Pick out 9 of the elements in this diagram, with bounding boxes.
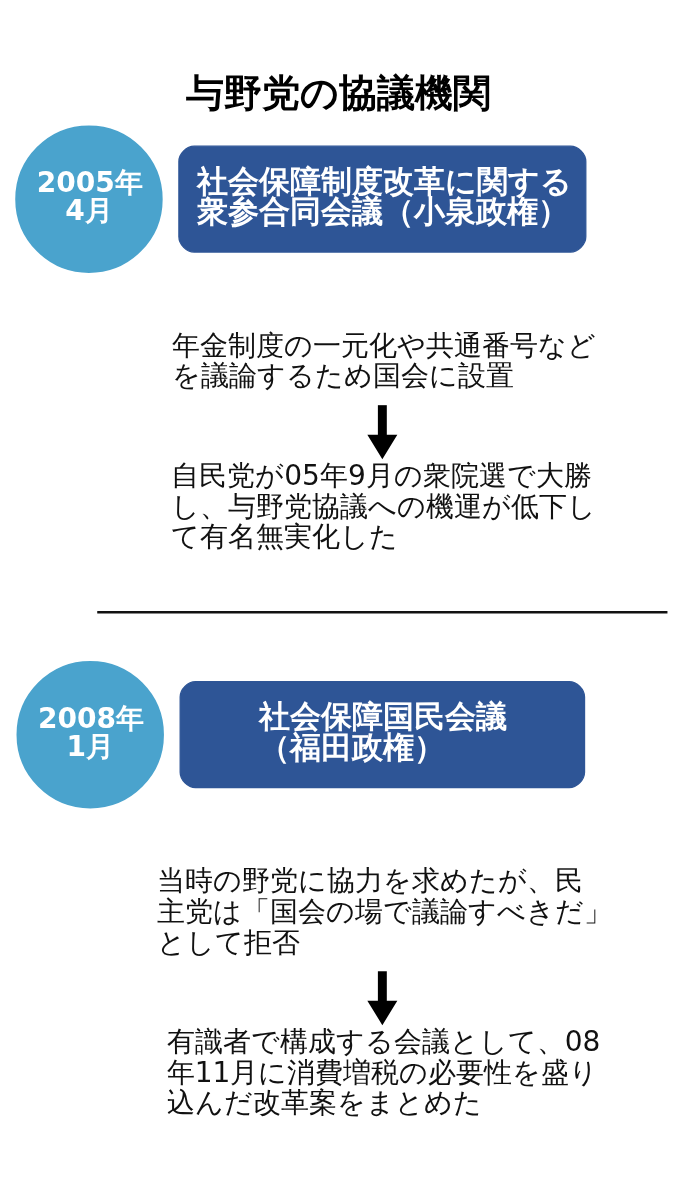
- node-box: 社会保障国民会議（福田政権）: [179, 680, 586, 788]
- node-text: 有識者で構成する会議として、08年11月に消費増税の必要性を盛り込んだ改革案をまとめた: [166, 1024, 601, 1119]
- node-text: 自民党が05年9月の衆院選で大勝し、与野党協議への機運が低下して有名無実化した: [171, 458, 597, 553]
- arrow: [367, 404, 398, 459]
- diagram-title: 与野党の協議機関: [186, 69, 492, 115]
- node-box: 社会保障制度改革に関する衆参合同会議（小泉政権）: [178, 145, 587, 253]
- node-text: 年金制度の一元化や共通番号などを議論するため国会に設置: [171, 328, 596, 392]
- node-text: 当時の野党に協力を求めたが、民主党は「国会の場で議論すべきだ」として拒否: [156, 863, 612, 959]
- arrow: [367, 970, 398, 1025]
